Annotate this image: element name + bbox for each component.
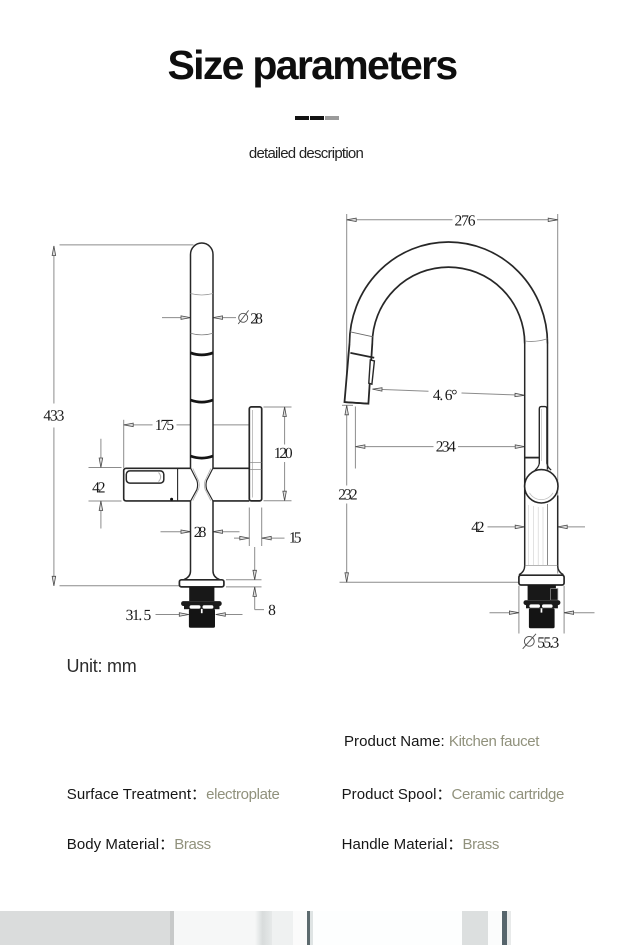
svg-text:28: 28: [194, 524, 207, 541]
svg-text:120: 120: [274, 445, 293, 462]
svg-text:28: 28: [250, 310, 263, 327]
svg-text:8: 8: [268, 602, 276, 619]
svg-text:175: 175: [155, 417, 175, 434]
svg-text:42: 42: [471, 519, 484, 536]
svg-text:31. 5: 31. 5: [126, 607, 152, 624]
svg-text:42: 42: [92, 479, 105, 496]
svg-text:15: 15: [289, 530, 302, 547]
svg-text:4. 6°: 4. 6°: [433, 387, 458, 404]
svg-text:433: 433: [43, 408, 64, 425]
svg-text:234: 234: [436, 438, 456, 455]
svg-text:276: 276: [455, 213, 476, 230]
svg-text:55.3: 55.3: [537, 634, 559, 651]
svg-text:232: 232: [338, 486, 357, 503]
